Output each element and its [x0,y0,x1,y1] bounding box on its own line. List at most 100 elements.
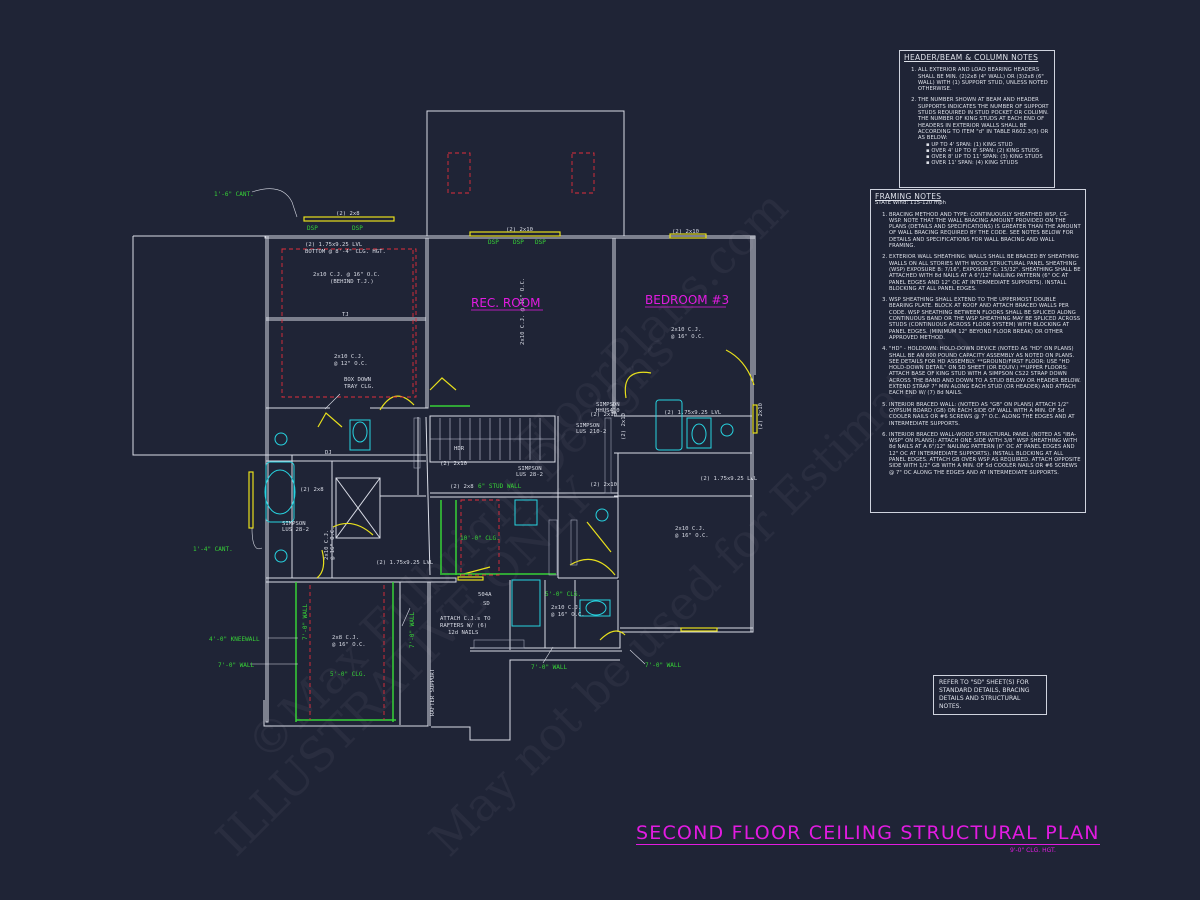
hanger-label: LUS 28-2 [516,472,543,478]
hatch [413,417,612,649]
ceiling-note: BOTTOM @ 8'-4" CLG. HGT. [305,249,386,255]
king-stud-rule: UP TO 4' SPAN: (1) KING STUD [926,142,1050,148]
ceiling-height-label: 5'-0" CLG. [545,591,581,598]
roof-outline [132,236,266,456]
joist-label: 2x10 C.J. @ 16" O.C. [313,272,380,278]
beam-label: TJ [342,312,349,318]
dsp-label: DSP [307,225,318,232]
ceiling-height-label: 5'-0" CLG. [330,671,366,678]
joist-label: @ 16" O.C. [551,612,585,618]
wall-height-label: 7'-0" WALL [409,611,416,648]
wall-height-label: 7'-0" WALL [302,603,309,640]
framing-note: "HD" - HOLDOWN: HOLD-DOWN DEVICE (NOTED … [889,346,1081,396]
king-stud-rule: OVER 11' SPAN: (4) KING STUDS [926,160,1050,166]
exterior-wall [750,235,754,633]
header-label: (2) 2x10 [440,461,467,467]
interior-wall [425,416,431,576]
framing-notes-subtitle: STATE Wind: 115-120 mph [875,200,946,207]
joist-label: 2x10 C.J. [334,354,364,360]
shower [335,477,381,539]
hanger-label: SIMPSON [576,423,600,429]
header-label: (2) 2x8 [336,211,360,217]
header-label: (2) 1.75x9.25 LVL [700,476,758,482]
header-label: (2) 2x10 [590,412,617,418]
king-stud-rule: OVER 8' UP TO 11' SPAN: (3) KING STUDS [926,154,1050,160]
rafter-support-label: RAFTER SUPPORT [430,668,436,716]
joist-label: @ 16" O.C. [332,642,366,648]
joist-label: 2x8 C.J. [332,635,359,641]
wall-height-label: 7'-0" WALL [645,662,682,669]
ceiling-note: BOX DOWN [344,377,371,383]
header-label: (2) 2x10 [758,403,764,430]
detail-tag: 504A [478,592,492,598]
green-walls [295,405,556,722]
hanger-label: SIMPSON [596,402,620,408]
exterior-wall [266,577,457,583]
header-label: (2) 2x10 [621,413,627,440]
king-stud-rule: OVER 4' UP TO 8' SPAN: (2) KING STUDS [926,148,1050,154]
joist-label: 2x10 C.J. [324,530,330,560]
hanger-label: LUS 28-2 [282,527,309,533]
joist-label: (BEHIND T.J.) [330,279,374,285]
interior-wall [425,237,429,409]
note: RAFTERS W/ (6) [440,623,487,629]
room-label-bedroom-3: BEDROOM #3 [645,293,729,307]
plumbing-fixtures [264,399,734,627]
cantilever-label: 1'-6" CANT. [214,191,254,198]
joist-label: 2x10 C.J. [551,605,581,611]
dsp-label: DSP [488,239,499,246]
header-label: (2) 2x8 [300,487,324,493]
framing-note: INTERIOR BRACED WALL: (NOTED AS "GB" ON … [889,402,1081,427]
roof-outline [431,659,620,741]
joist-label: 2x10 C.J. @ 16" O.C. [520,278,526,345]
joist-label: @ 12" O.C. [334,361,368,367]
framing-note: BRACING METHOD AND TYPE: CONTINUOUSLY SH… [889,212,1081,250]
kneewall-label: 4'-0" KNEEWALL [209,636,260,643]
joist-label: @ 16" O.C. [675,533,709,539]
hanger-label: SIMPSON [518,466,542,472]
framing-note: WSP SHEATHING SHALL EXTEND TO THE UPPERM… [889,297,1081,341]
detail-tag: SD [483,601,490,607]
header-label: HDR [454,446,465,452]
tray-ceiling [281,152,595,720]
joist-label: 2x10 C.J. [671,327,701,333]
header-label: (2) 1.75x9.25 LVL [376,560,434,566]
plan-title: SECOND FLOOR CEILING STRUCTURAL PLAN [636,822,1100,845]
header-label: (2) 1.75x9.25 LVL [664,410,722,416]
framing-note: INTERIOR BRACED WALL-WOOD STRUCTURAL PAN… [889,432,1081,476]
hanger-label: HHUS410 [596,408,620,414]
ceiling-note: TRAY CLG. [344,384,374,390]
ceiling-height-label: 10'-0" CLG. [460,535,500,542]
cantilever-label: 1'-4" CANT. [193,546,233,553]
header-label: (2) 2x10 [506,227,533,233]
note: 12d NAILS [448,630,478,636]
doors [248,216,758,641]
room-label-rec-room: REC. ROOM [471,296,541,310]
header-label: (2) 2x10 [590,482,617,488]
refer-note: REFER TO "SD" SHEET(S) FOR STANDARD DETA… [933,675,1047,715]
joist-label: DJ [325,450,332,456]
note: ATTACH C.J.s TO [440,616,491,622]
framing-notes-title: FRAMING NOTES [875,192,942,201]
stud-wall-label: 6" STUD WALL [478,483,522,490]
joist-label: @ 16" O.C. [671,334,705,340]
dsp-label: DSP [352,225,363,232]
stair-treads [430,418,555,460]
framing-note: EXTERIOR WALL SHEATHING: WALLS SHALL BE … [889,254,1081,292]
header-label: (2) 1.75x9.25 LVL [305,242,363,248]
plan-subtitle: 9'-0" CLG. HGT. [1010,847,1056,854]
header-label: (2) 2x10 [672,229,699,235]
dsp-label: DSP [513,239,524,246]
joist-label: @ 16" O.C. [330,526,336,560]
header-note-2: THE NUMBER SHOWN AT BEAM AND HEADER SUPP… [918,97,1050,166]
wall-height-label: 7'-0" WALL [218,662,255,669]
dsp-label: DSP [535,239,546,246]
hanger-label: SIMPSON [282,521,306,527]
header-notes-title: HEADER/BEAM & COLUMN NOTES [904,53,1039,62]
exterior-wall [263,582,429,727]
header-label: (2) 2x8 [450,484,474,490]
header-beam-notes: HEADER/BEAM & COLUMN NOTES ALL EXTERIOR … [899,50,1055,188]
header-note-1: ALL EXTERIOR AND LOAD BEARING HEADERS SH… [918,67,1050,92]
interior-wall [612,237,616,414]
